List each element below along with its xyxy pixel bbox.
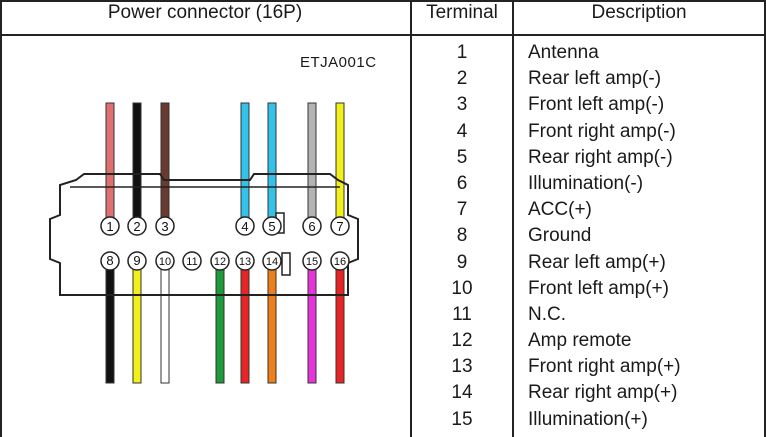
bottom-wires [105,260,345,384]
terminal-cell: 1 [456,42,468,63]
wire-16 [335,260,345,384]
pin-6 [302,216,322,236]
description-cell: Rear right amp(-) [528,146,673,168]
terminal-cell: 4 [456,120,468,142]
wire-15 [307,260,317,384]
pin-14 [262,251,282,271]
pin-8 [100,251,120,271]
pin-10 [155,251,175,271]
pin-5 [262,216,282,236]
top-wires [105,102,345,226]
description-cell: Amp remote [528,330,632,352]
description-cell: Rear right amp(+) [528,382,678,404]
pin-label-6: 6 [308,219,315,234]
top-pin-row: 1 2 3 4 5 6 7 [100,216,350,236]
wire-1 [105,102,115,226]
wire-4 [240,102,250,226]
description-cell: Illumination(+) [528,408,648,430]
pin-11 [182,251,202,271]
terminal-cell: 10 [451,277,473,299]
pin-2 [127,216,147,236]
wire-2 [132,102,142,226]
pin-label-15: 15 [306,256,318,268]
pin-3 [155,216,175,236]
wire-9 [132,260,142,384]
pin-9 [127,251,147,271]
header-top-border [0,0,766,2]
pin-label-14: 14 [266,256,278,268]
wire-13 [240,260,250,384]
column-divider-2 [512,0,514,437]
wire-7 [335,102,345,226]
pin-label-7: 7 [336,219,343,234]
connector-housing [49,173,359,296]
header-power-connector: Power connector (16P) [107,2,303,23]
pin-label-5: 5 [268,219,275,234]
pin-16 [330,251,350,271]
wire-5 [267,102,277,226]
terminal-cell: 6 [456,172,468,194]
terminal-cell: 15 [451,408,473,430]
description-cell: Front left amp(-) [528,94,665,116]
right-border [764,0,766,437]
wire-14 [267,260,277,384]
terminal-cell: 12 [451,330,473,352]
pin-label-16: 16 [334,256,346,268]
wire-8 [105,260,115,384]
pin-label-9: 9 [133,253,140,268]
pin-13 [235,251,255,271]
pin-12 [210,251,230,271]
pin-15 [302,251,322,271]
pin-7 [330,216,350,236]
pin-label-3: 3 [161,219,168,234]
header-terminal: Terminal [426,2,498,23]
column-divider-1 [410,0,412,437]
description-cell: ACC(+) [528,199,592,221]
pin-label-2: 2 [133,219,140,234]
pin-label-12: 12 [214,256,226,268]
key-slot-lower [281,252,291,276]
terminal-cell: 2 [456,68,468,90]
pin-label-1: 1 [106,219,113,234]
description-cell: Front right amp(-) [528,120,676,142]
pin-1 [100,216,120,236]
terminal-cell: 11 [452,303,472,325]
diagram-code: ETJA001C [300,54,377,71]
description-cell: Ground [528,225,592,247]
description-cell: Rear left amp(-) [528,68,662,90]
pin-label-8: 8 [106,253,113,268]
wire-12 [215,260,225,384]
description-cell: N.C. [528,303,566,325]
description-cell: Front right amp(+) [528,356,681,378]
terminal-cell: 5 [456,146,468,168]
wire-6 [307,102,317,226]
pin-label-13: 13 [239,256,251,268]
wire-3 [160,102,170,226]
description-cell: Front left amp(+) [528,277,669,299]
terminal-cell: 9 [456,251,468,273]
pin-label-4: 4 [241,219,248,234]
description-cell: Illumination(-) [528,172,644,194]
header-description: Description [591,2,687,23]
terminal-cell: 13 [451,356,473,378]
pin-label-10: 10 [159,256,171,268]
terminal-cell: 3 [456,94,468,116]
bottom-pin-row: 8 9 10 11 12 13 14 15 16 [100,251,350,271]
description-cell: Antenna [528,42,599,63]
left-border [0,0,2,437]
header-bottom-border [0,34,766,36]
pin-4 [235,216,255,236]
terminal-cell: 8 [456,225,468,247]
pin-label-11: 11 [186,256,197,268]
description-cell: Rear left amp(+) [528,251,666,273]
wire-10 [160,260,170,384]
terminal-cell: 7 [456,199,468,221]
terminal-cell: 14 [451,382,473,404]
